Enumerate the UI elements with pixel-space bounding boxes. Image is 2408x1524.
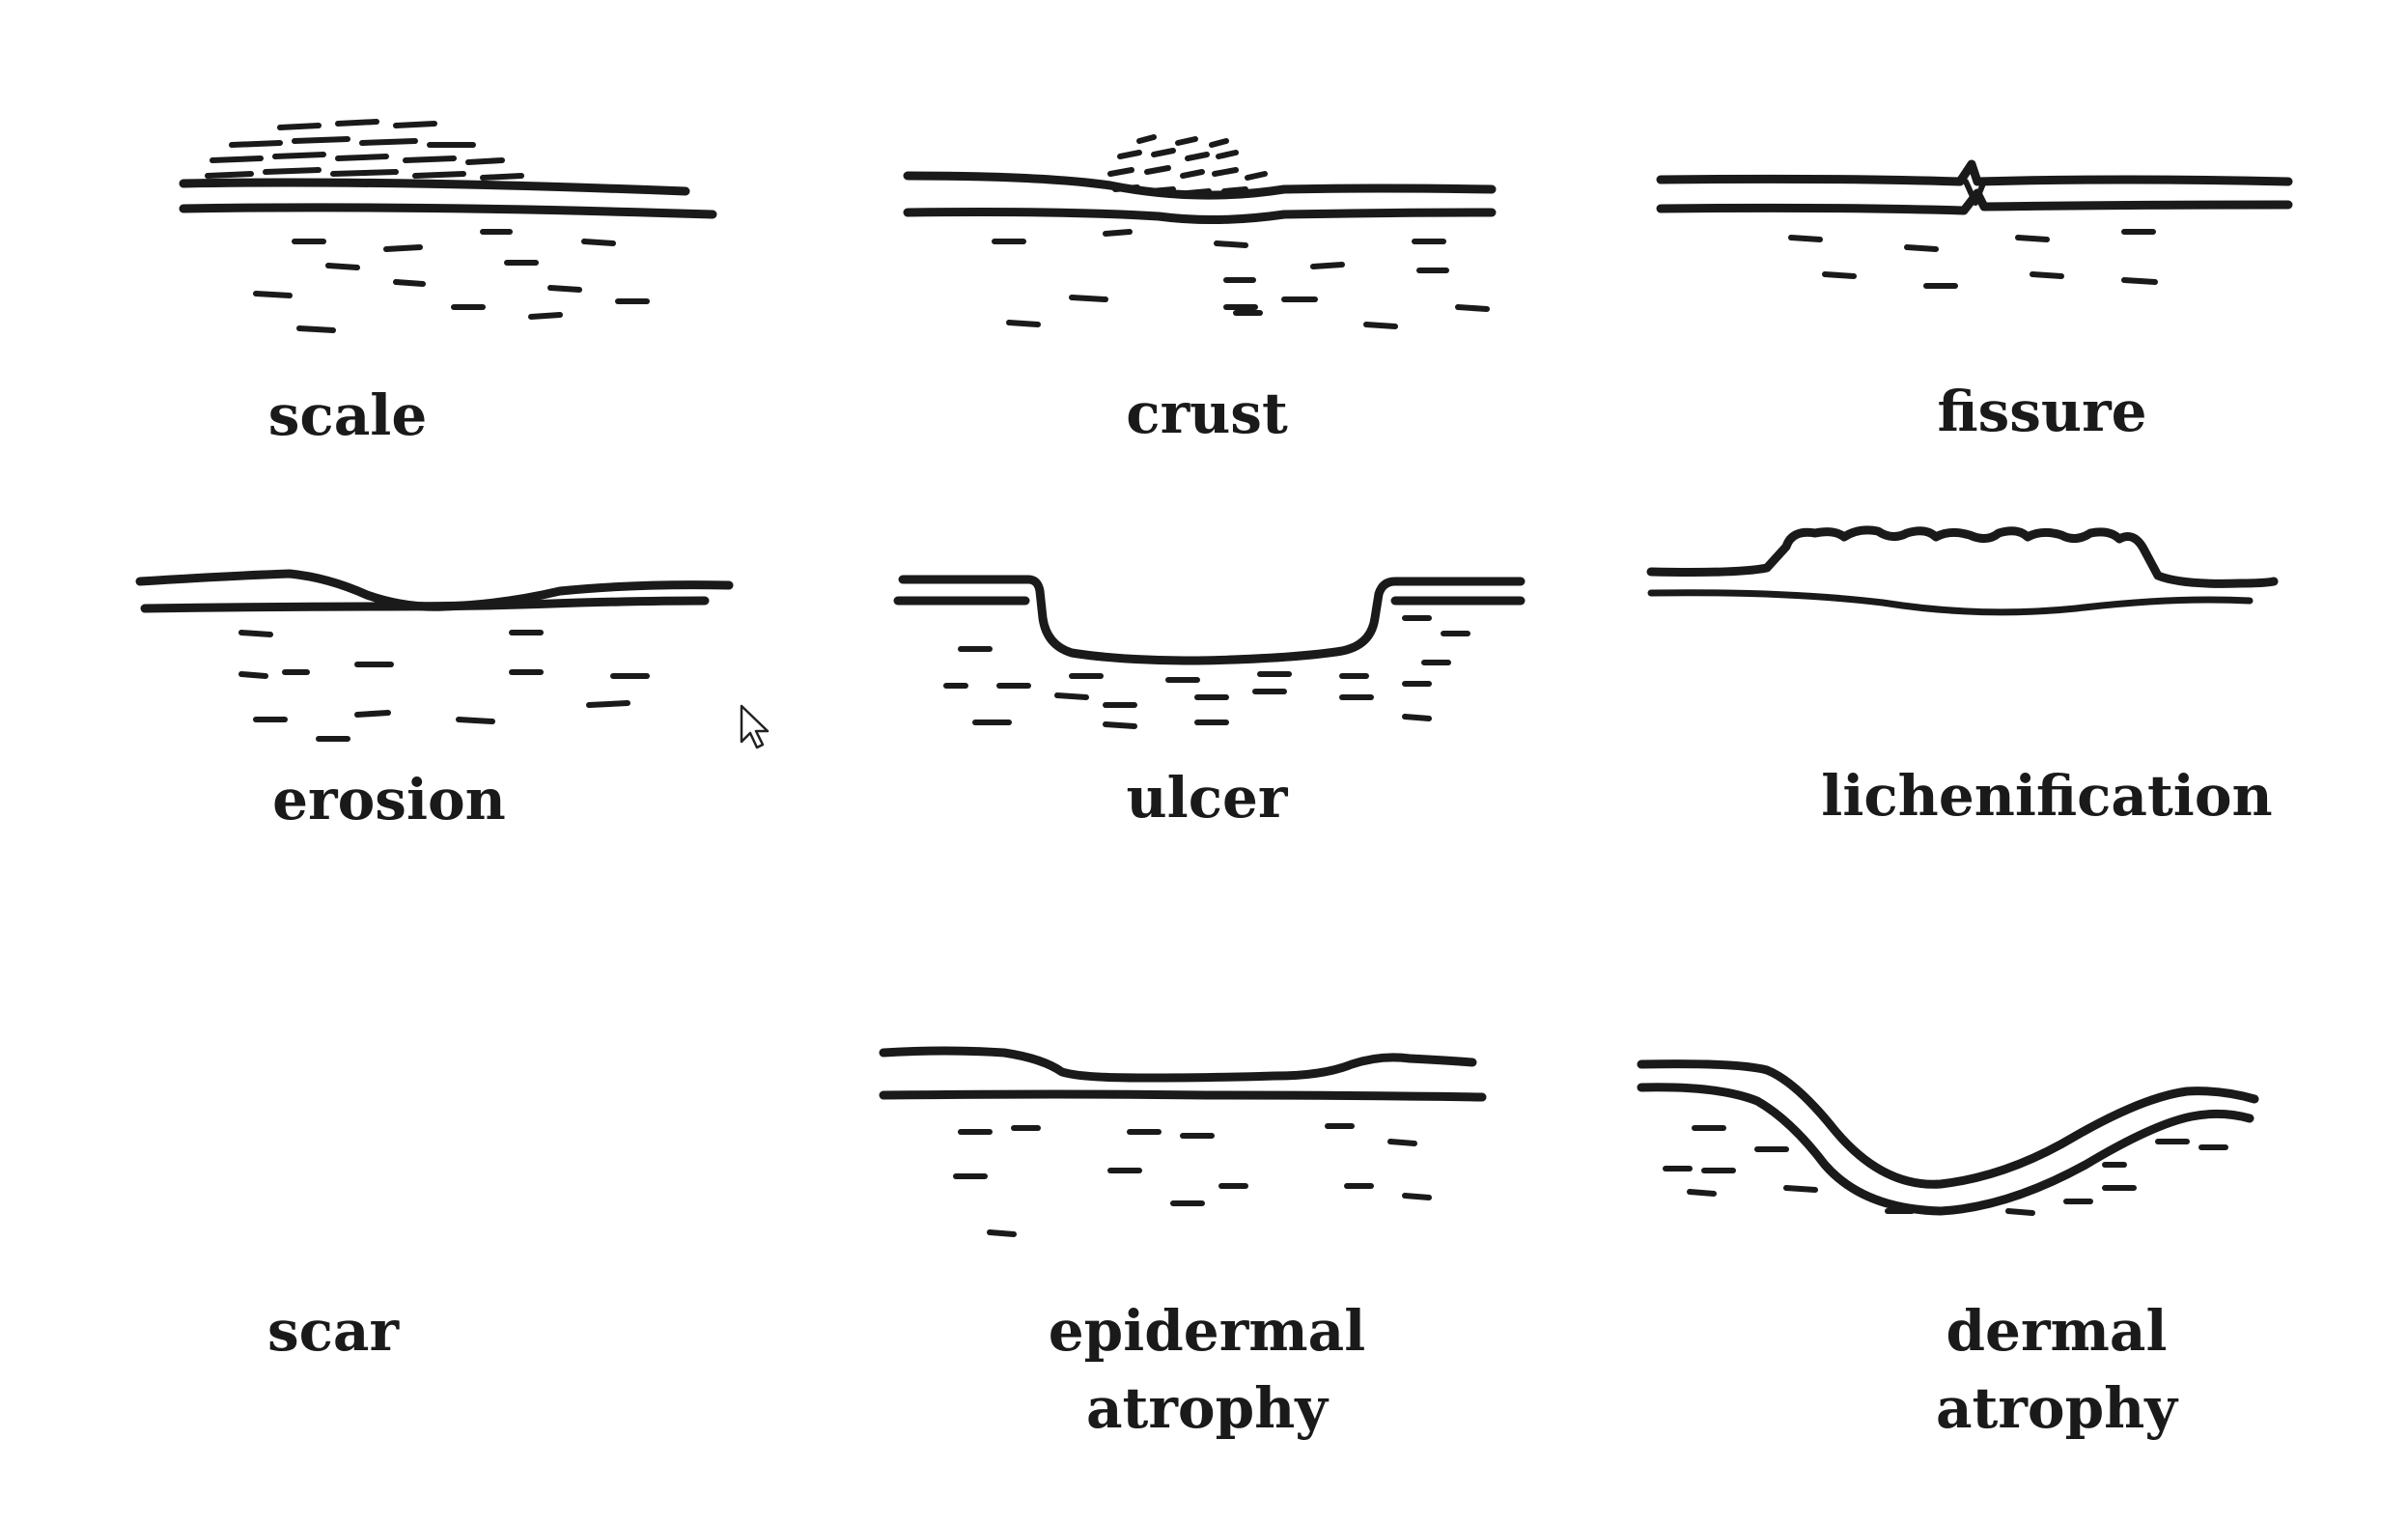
ulcer-illustration	[893, 575, 1526, 729]
label-crust: crust	[1126, 381, 1288, 446]
label-ulcer: ulcer	[1126, 765, 1288, 831]
label-scar: scar	[266, 1298, 400, 1364]
mouse-pointer-icon	[740, 704, 770, 749]
label-scale: scale	[267, 382, 428, 448]
dermal-atrophy-illustration	[1637, 1059, 2259, 1216]
label-lichenification: lichenification	[1821, 763, 2273, 829]
label-erosion: erosion	[272, 767, 506, 833]
label-epidermal-atrophy: epidermal atrophy	[1048, 1298, 1366, 1441]
scale-illustration	[179, 119, 717, 333]
lichenification-illustration	[1646, 525, 2279, 616]
crust-illustration	[903, 134, 1497, 329]
epidermal-atrophy-illustration	[879, 1046, 1487, 1237]
fissure-illustration	[1656, 159, 2293, 289]
label-fissure: fissure	[1937, 379, 2147, 444]
erosion-illustration	[135, 569, 734, 742]
label-dermal-atrophy: dermal atrophy	[1935, 1298, 2178, 1441]
